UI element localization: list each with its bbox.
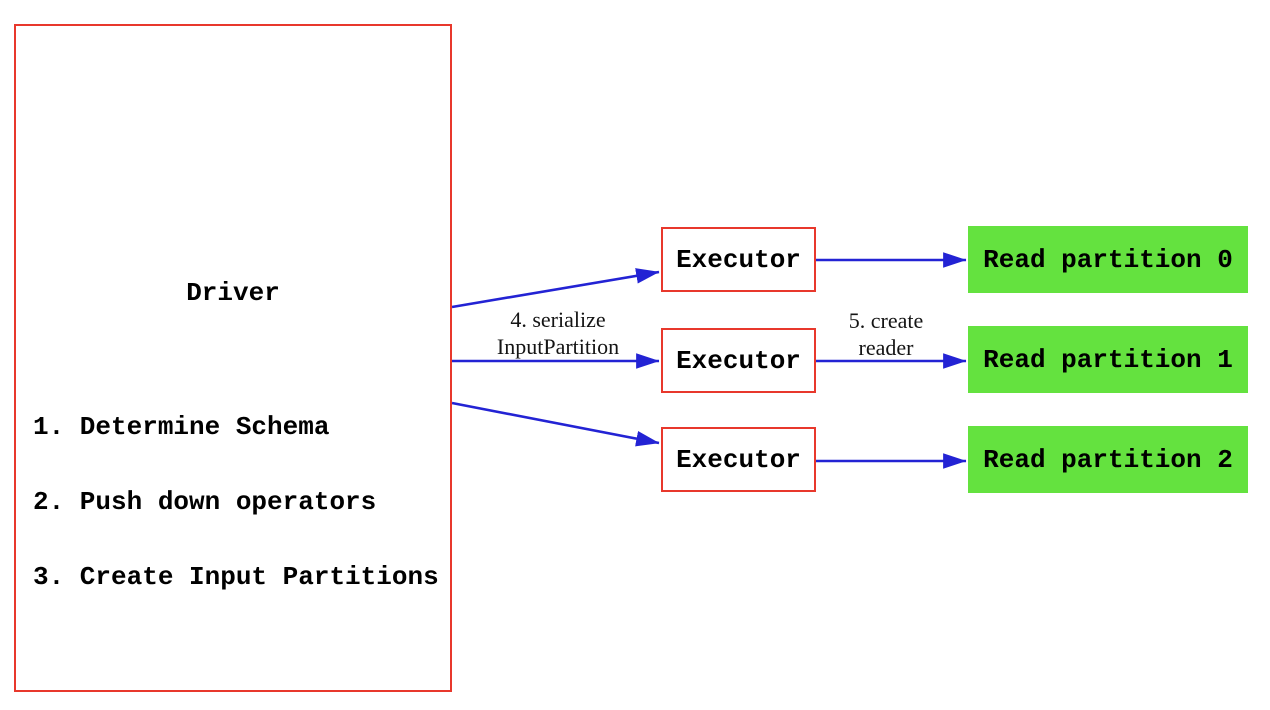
executor-label-0: Executor xyxy=(676,244,801,275)
driver-step-1: 1. Determine Schema xyxy=(33,412,330,442)
read-partition-label-1: Read partition 1 xyxy=(983,344,1233,375)
read-partition-label-0: Read partition 0 xyxy=(983,244,1233,275)
read-partition-box-1: Read partition 1 xyxy=(968,326,1248,393)
executor-box-0: Executor xyxy=(661,227,816,292)
read-partition-box-2: Read partition 2 xyxy=(968,426,1248,493)
driver-step-3: 3. Create Input Partitions xyxy=(33,562,439,592)
edge-label-serialize-line1: 4. serialize xyxy=(510,307,606,332)
driver-box: Driver 1. Determine Schema 2. Push down … xyxy=(14,24,452,692)
executor-box-2: Executor xyxy=(661,427,816,492)
edge-label-serialize-input-partition: 4. serialize InputPartition xyxy=(458,306,658,360)
executor-box-1: Executor xyxy=(661,328,816,393)
arrow-driver-to-executor-0 xyxy=(451,268,660,309)
driver-step-2: 2. Push down operators xyxy=(33,487,377,517)
read-partition-box-0: Read partition 0 xyxy=(968,226,1248,293)
driver-steps: 1. Determine Schema 2. Push down operato… xyxy=(33,365,439,640)
read-partition-label-2: Read partition 2 xyxy=(983,444,1233,475)
edge-label-serialize-line2: InputPartition xyxy=(496,334,620,359)
arrow-driver-to-executor-2 xyxy=(451,401,660,447)
executor-label-1: Executor xyxy=(676,345,801,376)
driver-title: Driver xyxy=(186,278,280,308)
executor-label-2: Executor xyxy=(676,444,801,475)
edge-label-reader-line2: reader xyxy=(858,335,914,360)
edge-label-create-reader: 5. create reader xyxy=(791,307,981,361)
edge-label-reader-line1: 5. create xyxy=(848,308,924,333)
